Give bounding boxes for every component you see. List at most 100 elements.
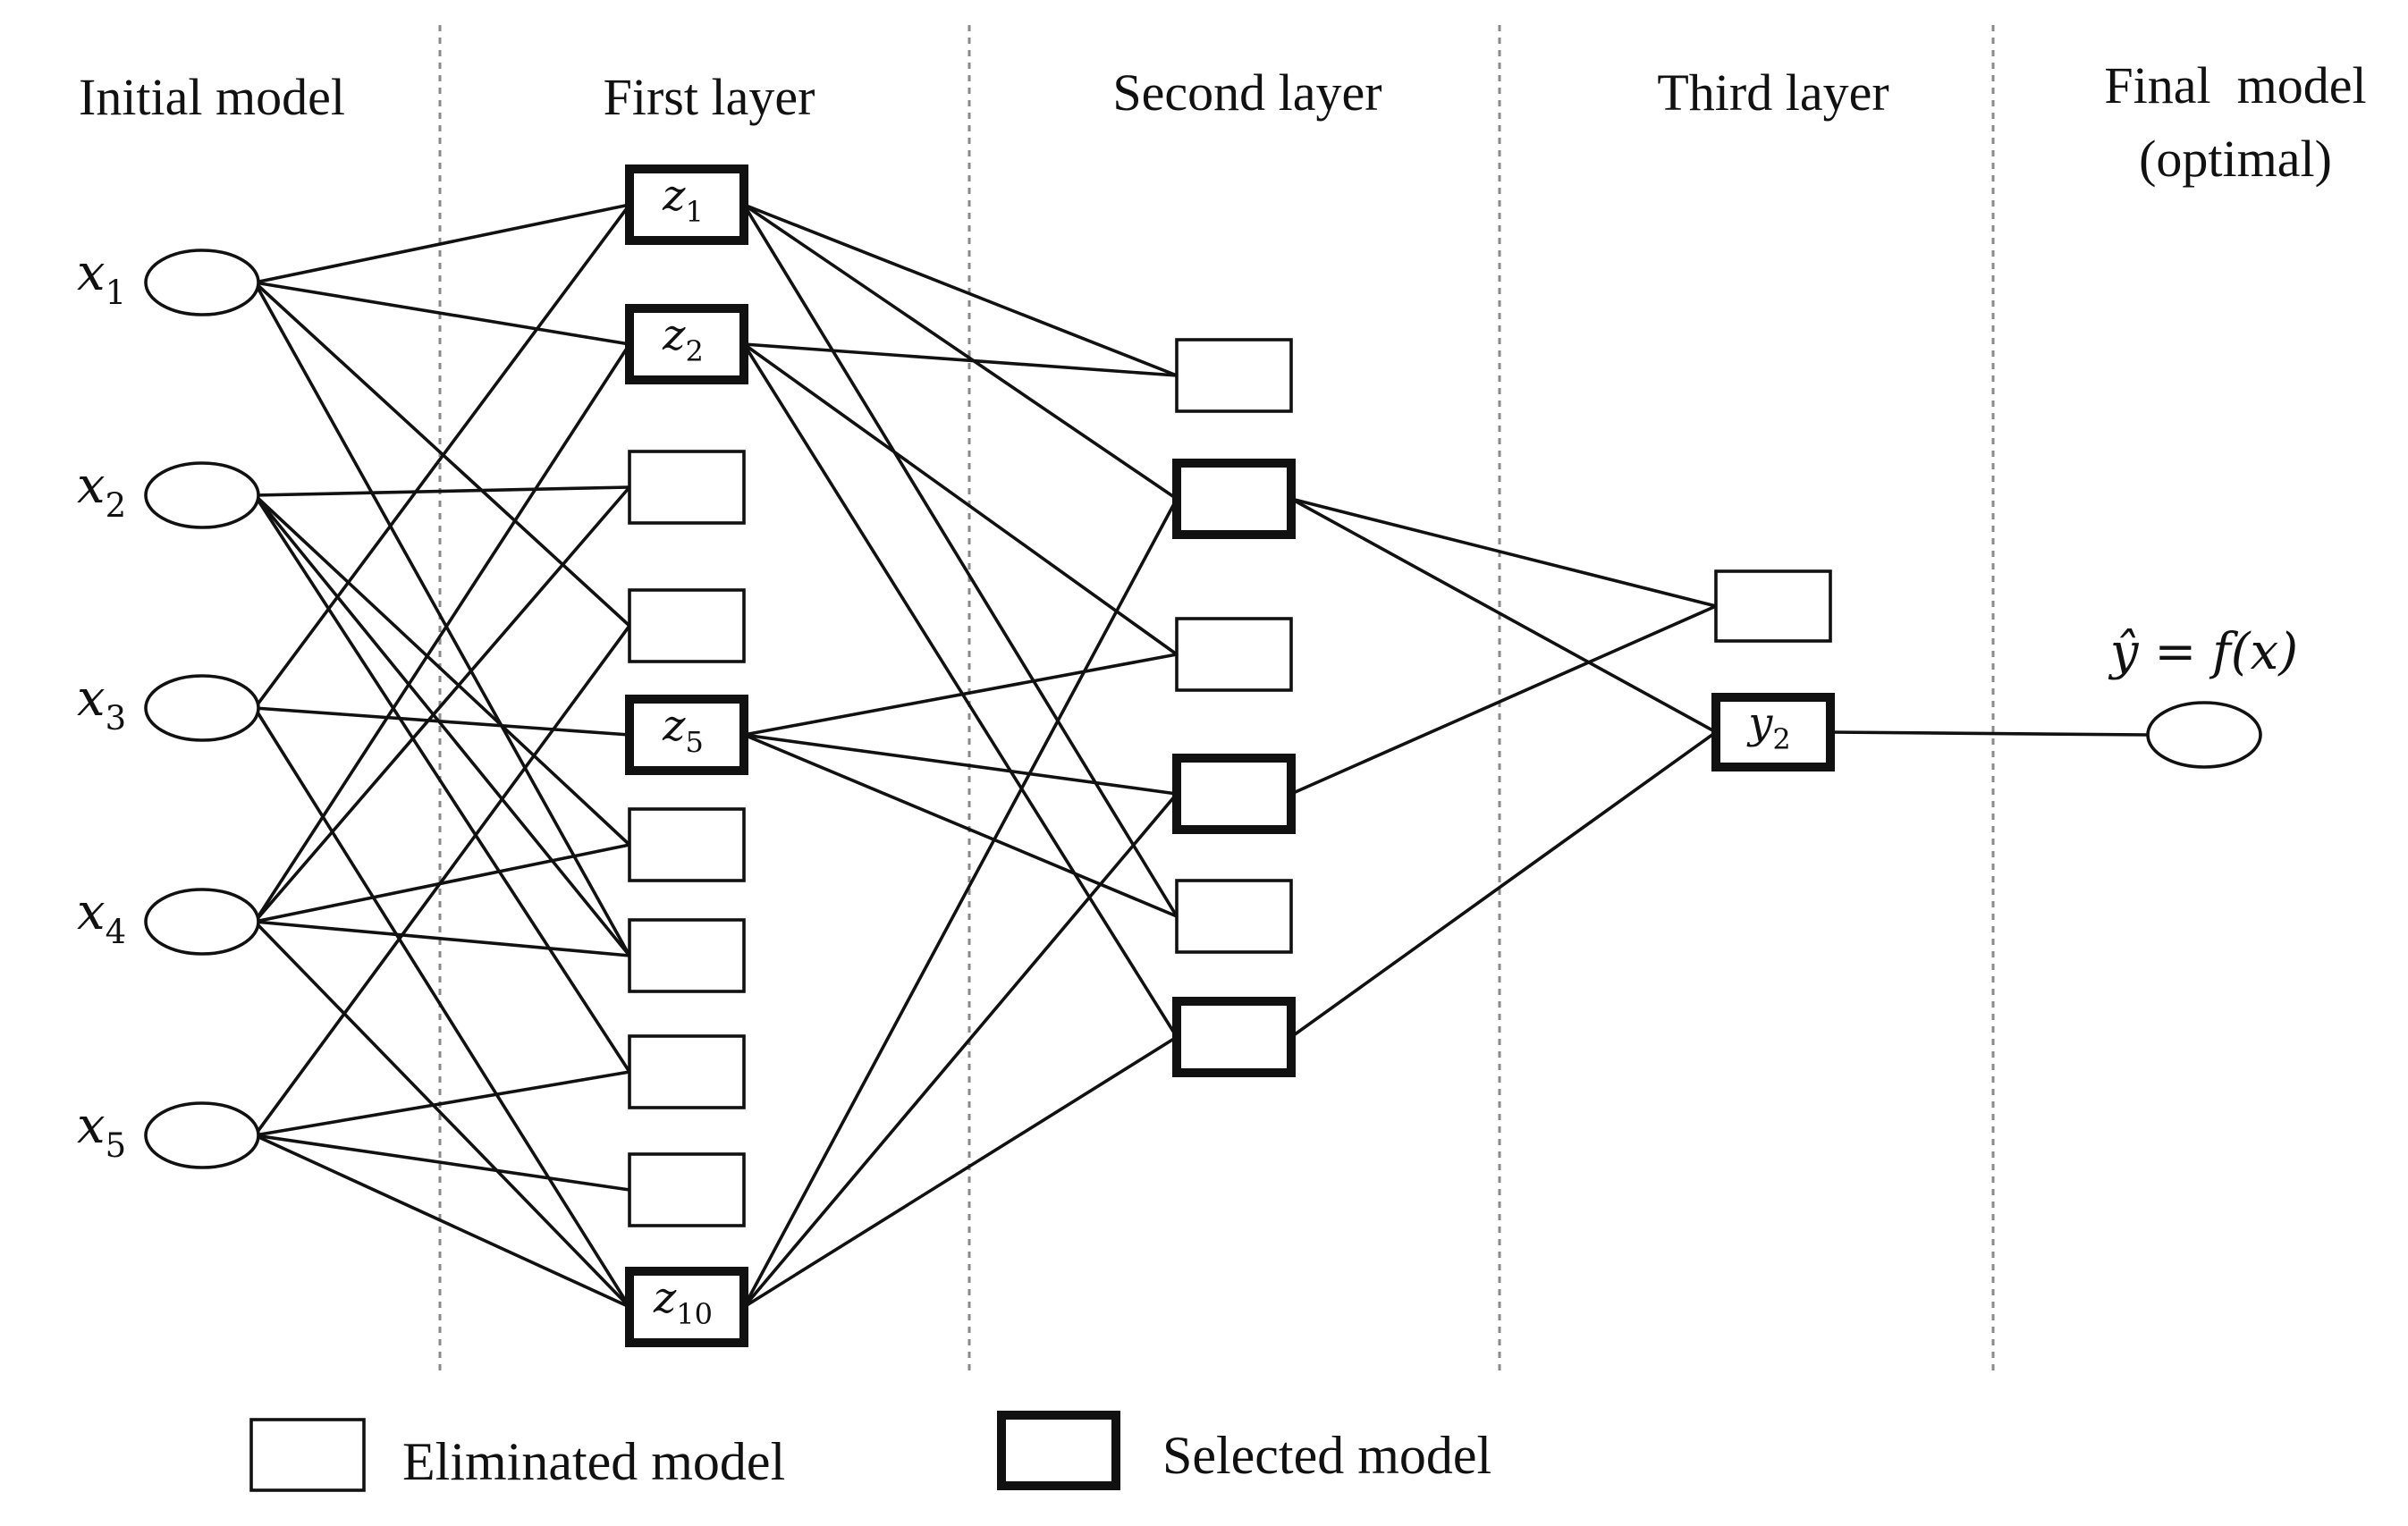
edge-x3-to-first-5 — [254, 706, 630, 737]
first-layer-node-3 — [628, 450, 746, 525]
edge-x5-to-first-8 — [254, 1070, 630, 1137]
title-second-layer: Second layer — [1112, 63, 1381, 122]
edge-second-4-to-third-1 — [1290, 604, 1717, 796]
first-layer-node-1: z1 — [625, 164, 748, 245]
first-layer-node-7 — [628, 918, 746, 993]
nodes: x1 x2 x3 x4 x5 z1 z2 z5 z10 y2 ŷ = f(x) — [77, 164, 2298, 1347]
third-layer-node-2: y2 — [1711, 693, 1835, 771]
edge-x5-to-first-4 — [253, 624, 631, 1137]
third-layer-node-2-label: y2 — [1746, 698, 1790, 756]
edge-first-1-to-second-5 — [742, 204, 1179, 917]
eliminated-model-box — [1714, 569, 1832, 643]
first-layer-node-9 — [628, 1152, 746, 1227]
edge-x4-to-first-10 — [253, 920, 631, 1309]
first-layer-node-5: z5 — [625, 695, 748, 775]
second-layer-node-1 — [1175, 338, 1293, 413]
input-oval — [144, 674, 260, 742]
edge-first-10-to-second-6 — [743, 1035, 1178, 1309]
second-layer-node-5 — [1175, 879, 1293, 954]
eliminated-model-box — [628, 918, 746, 993]
input-label-x3: x3 — [77, 670, 126, 738]
selected-model-box — [1711, 693, 1835, 771]
first-layer-node-4 — [628, 588, 746, 663]
edges — [253, 203, 2149, 1309]
first-layer-node-8 — [628, 1034, 746, 1109]
second-layer-node-2 — [1172, 459, 1296, 539]
edge-first-10-to-second-2 — [742, 498, 1179, 1308]
edge-first-2-to-second-1 — [743, 342, 1178, 377]
legend-selected-label: Selected model — [1162, 1426, 1491, 1485]
input-label-x4: x4 — [77, 883, 126, 951]
first-layer-node-10-label: z10 — [653, 1273, 713, 1331]
output-label: ŷ = f(x) — [2108, 623, 2298, 681]
column-titles: Initial model First layer Second layer T… — [79, 56, 2367, 188]
title-final-model: Final model — [2104, 56, 2366, 114]
first-layer-node-1-label: z1 — [662, 171, 704, 229]
output-oval — [2146, 701, 2262, 769]
second-layer-node-4 — [1172, 754, 1296, 834]
edge-x1-to-first-7 — [253, 282, 631, 957]
eliminated-model-box — [628, 1034, 746, 1109]
title-first-layer: First layer — [604, 68, 815, 126]
selected-model-box — [625, 695, 748, 775]
output-node: ŷ = f(x) — [2108, 623, 2298, 769]
first-layer-node-2: z2 — [625, 304, 748, 384]
title-initial-model: Initial model — [79, 68, 345, 126]
edge-x4-to-first-3 — [253, 485, 631, 923]
third-layer-node-1 — [1714, 569, 1832, 643]
edge-x3-to-first-1 — [253, 203, 631, 710]
input-oval — [144, 1101, 260, 1169]
second-layer-node-6 — [1172, 997, 1296, 1077]
input-node-x5: x5 — [77, 1097, 260, 1169]
eliminated-model-box — [1175, 879, 1293, 954]
second-layer-node-3 — [1175, 617, 1293, 692]
edge-x4-to-first-7 — [254, 920, 630, 957]
edge-third-2-to-output — [1829, 730, 2149, 737]
legend-selected-swatch — [997, 1411, 1120, 1490]
edge-first-2-to-second-3 — [742, 342, 1179, 656]
subtitle-final-model: (optimal) — [2139, 130, 2332, 188]
eliminated-model-box — [628, 807, 746, 882]
selected-model-box — [625, 164, 748, 245]
edge-second-2-to-third-1 — [1290, 497, 1717, 608]
edge-first-5-to-second-4 — [743, 733, 1178, 796]
edge-first-5-to-second-5 — [743, 733, 1178, 918]
edge-x2-to-first-6 — [253, 493, 631, 847]
input-oval — [144, 888, 260, 956]
selected-model-box — [1172, 459, 1296, 539]
edge-first-1-to-second-1 — [743, 203, 1178, 377]
input-oval — [144, 461, 260, 529]
eliminated-model-box — [1175, 338, 1293, 413]
first-layer-node-5-label: z5 — [662, 701, 704, 759]
edge-first-5-to-second-3 — [743, 653, 1178, 737]
edge-second-6-to-third-2 — [1289, 730, 1718, 1039]
edge-second-2-to-third-2 — [1290, 497, 1717, 734]
first-layer-node-2-label: z2 — [662, 310, 704, 368]
input-node-x2: x2 — [77, 457, 260, 529]
edge-first-2-to-second-6 — [742, 343, 1179, 1038]
selected-model-box — [1172, 997, 1296, 1077]
input-node-x3: x3 — [77, 670, 260, 742]
eliminated-model-box — [628, 1152, 746, 1227]
edge-x2-to-first-3 — [254, 485, 630, 497]
selected-model-box — [625, 1267, 748, 1347]
edge-x5-to-first-9 — [254, 1134, 630, 1192]
edge-first-10-to-second-4 — [742, 792, 1179, 1309]
input-label-x5: x5 — [77, 1097, 126, 1165]
edge-x4-to-first-2 — [253, 343, 631, 923]
first-layer-node-6 — [628, 807, 746, 882]
legend-eliminated-label: Eliminated model — [402, 1432, 785, 1491]
edge-x2-to-first-7 — [253, 493, 631, 957]
input-node-x4: x4 — [77, 883, 260, 956]
edge-x2-to-first-8 — [253, 494, 631, 1073]
edge-x5-to-first-10 — [254, 1134, 630, 1309]
eliminated-model-box — [1175, 617, 1293, 692]
input-label-x1: x1 — [77, 244, 126, 312]
input-oval — [144, 249, 260, 316]
legend: Eliminated model Selected model — [249, 1411, 1491, 1492]
title-third-layer: Third layer — [1657, 63, 1888, 122]
edge-first-1-to-second-2 — [742, 203, 1179, 501]
edge-x1-to-first-2 — [254, 281, 630, 346]
legend-eliminated-swatch — [249, 1418, 366, 1492]
